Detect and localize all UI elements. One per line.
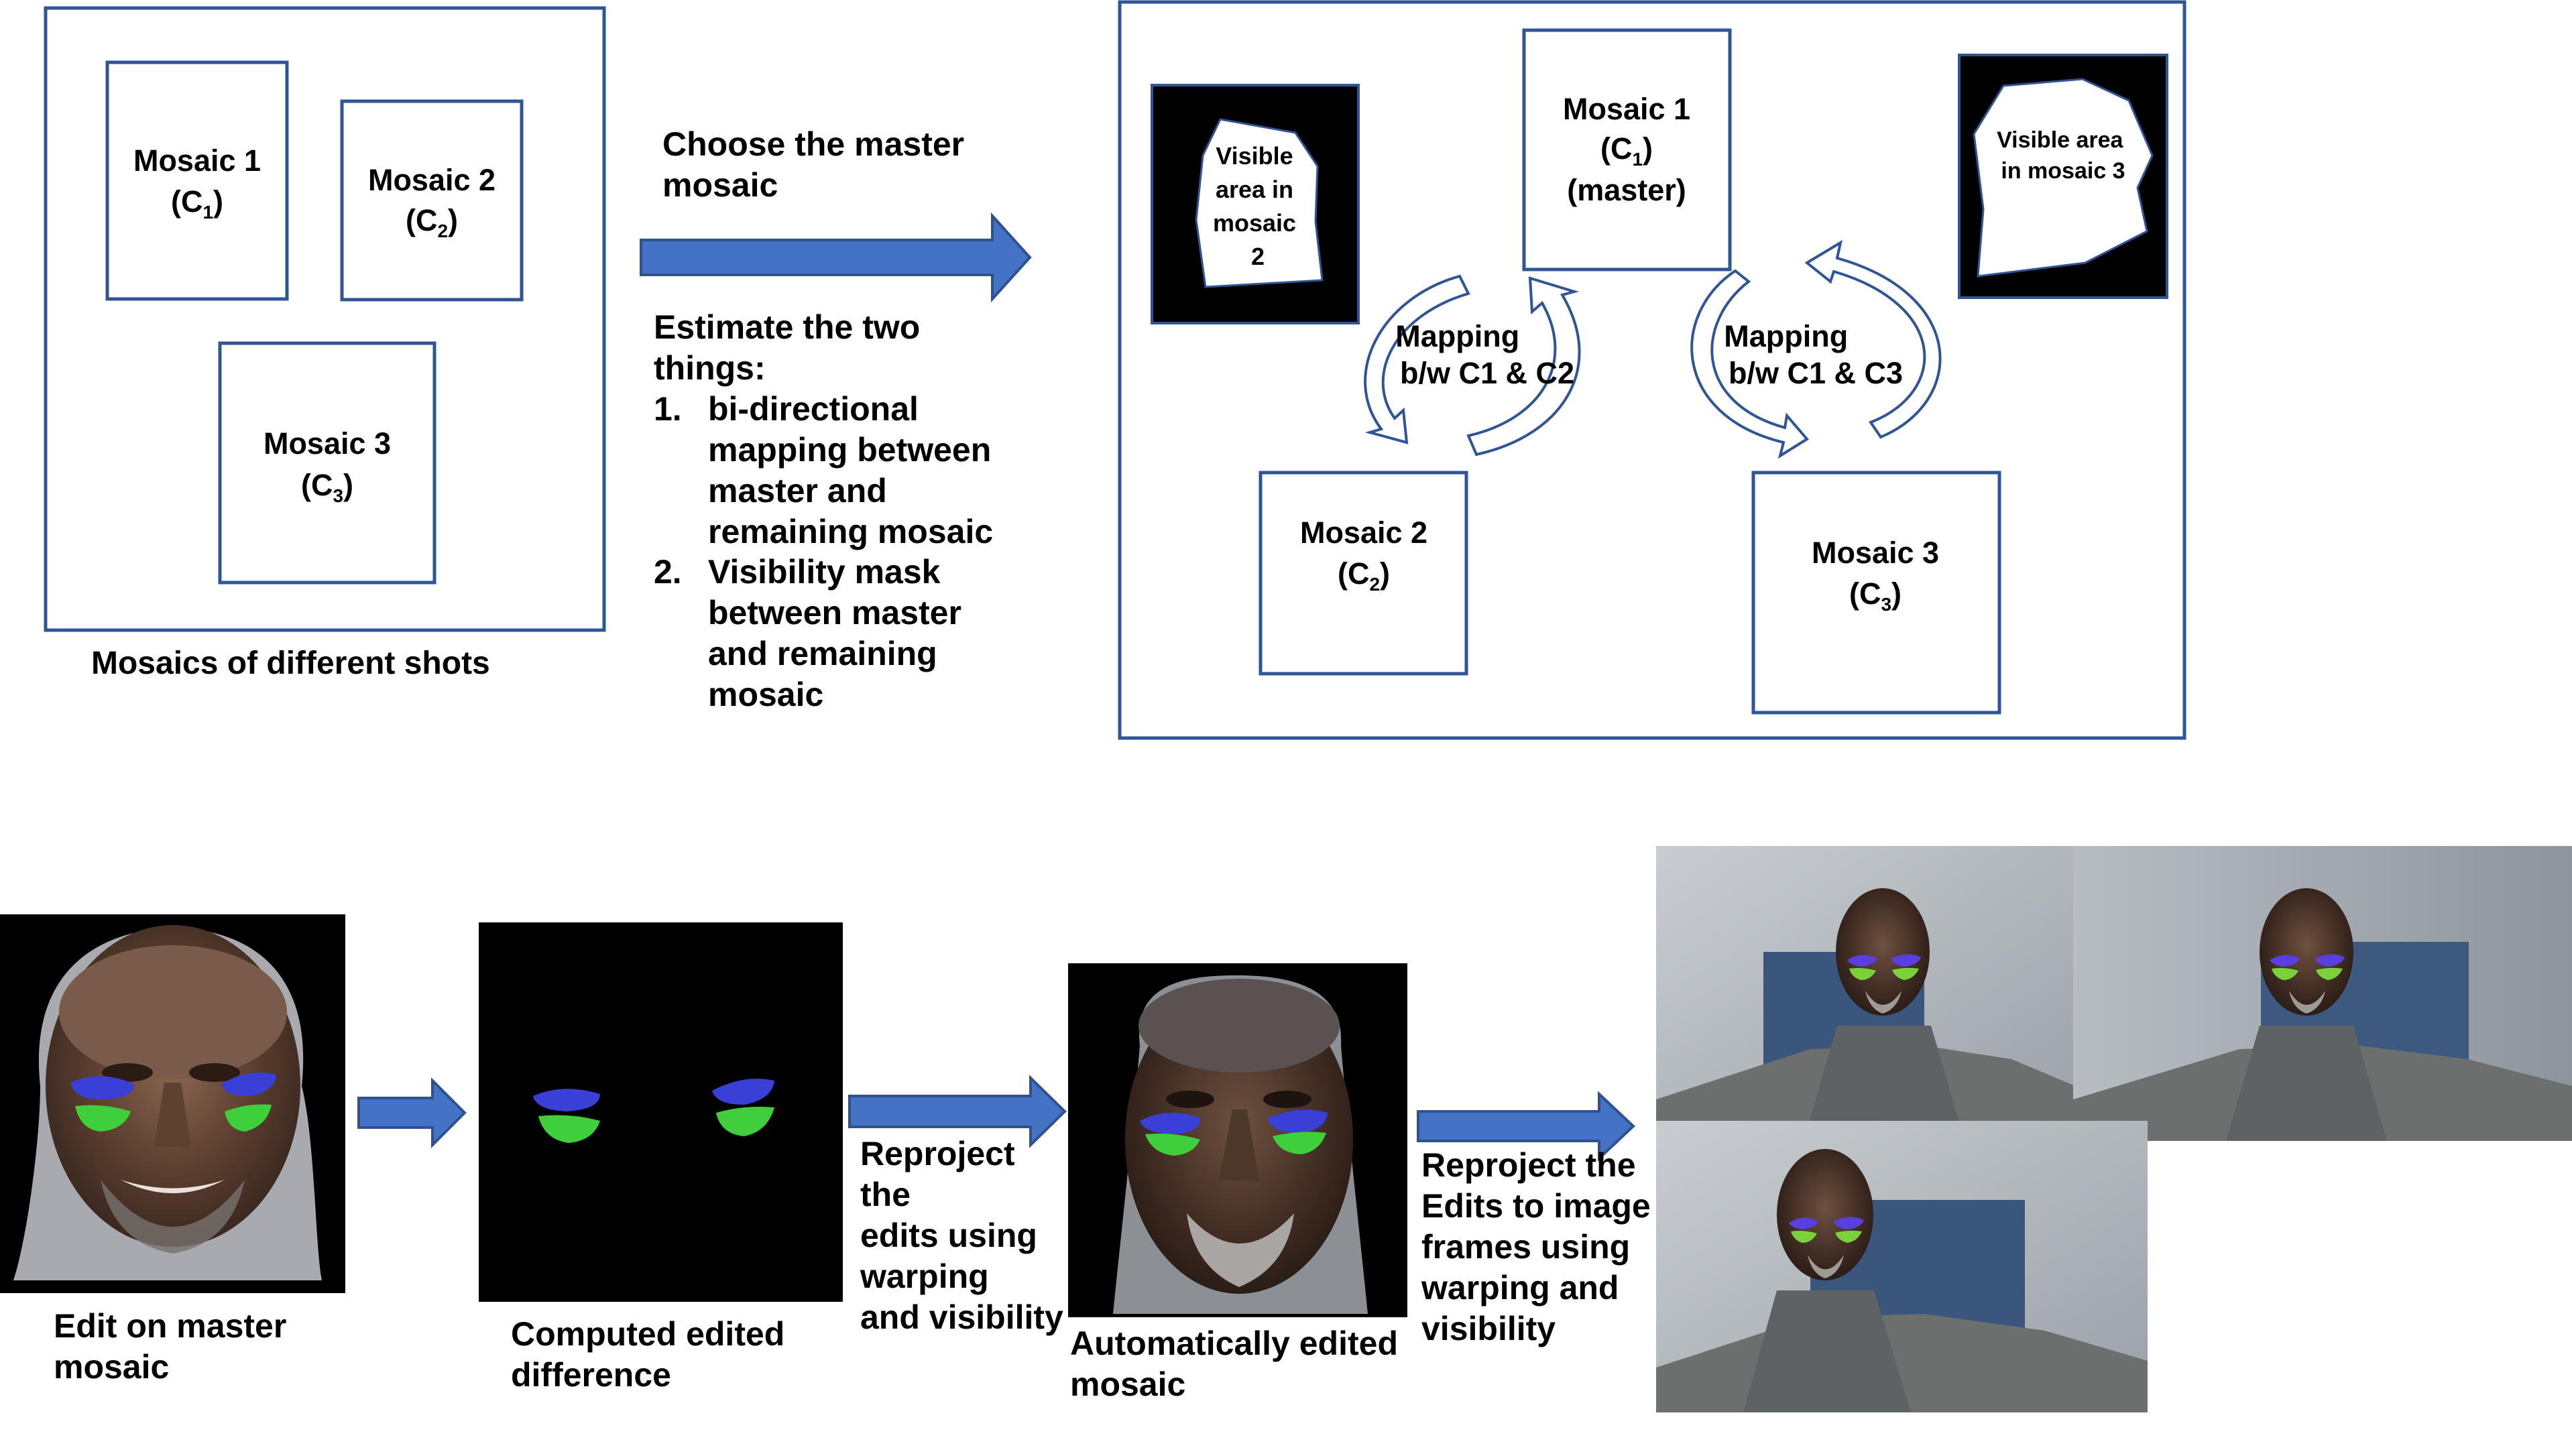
- mosaic3-label: Mosaic 3: [264, 426, 391, 461]
- mapping-mosaic2-code: (C2): [1338, 556, 1390, 595]
- arrow-to-difference: [357, 1077, 467, 1148]
- mapping-mosaic2-label: Mosaic 2: [1300, 515, 1427, 550]
- item2-number: 2.: [654, 553, 682, 591]
- mapping-mosaic3-box: [1751, 471, 2001, 715]
- master-mosaic1-label: Mosaic 1: [1563, 92, 1690, 126]
- mapping-c1-c3-arrow-right: [1804, 239, 1942, 439]
- mosaics-panel: Mosaic 1 (C1) Mosaic 2 (C2) Mosaic 3 (C3…: [44, 6, 606, 681]
- reproject-frames-text: Reproject the Edits to image frames usin…: [1421, 1146, 1660, 1347]
- master-mosaic1-master: (master): [1567, 173, 1686, 207]
- auto-edited-mosaic-image: [1068, 963, 1407, 1317]
- mosaic3-box: [218, 341, 436, 585]
- computed-difference-image: [479, 922, 843, 1302]
- mapping-c1-c2-arrow-right: [1466, 276, 1581, 457]
- edit-pipeline: Edit on master mosaic Computed edited di…: [0, 846, 2572, 1412]
- visible-area-2-shape: [1195, 118, 1324, 288]
- mosaic2-box: [340, 99, 524, 302]
- arrow-to-auto-edited: [848, 1075, 1067, 1148]
- edit-master-caption: Edit on master mosaic: [54, 1307, 296, 1386]
- estimate-text: Estimate the two things:: [654, 308, 929, 387]
- choose-master-text: Choose the master mosaic: [662, 125, 974, 204]
- mapping-mosaic2-box: [1259, 471, 1468, 676]
- mosaic1-label: Mosaic 1: [133, 143, 261, 178]
- item1-text: bi-directional mapping between master an…: [708, 390, 1000, 550]
- master-mosaic-image: [0, 914, 345, 1293]
- arrow-to-frames: [1417, 1091, 1635, 1162]
- visible-area-2-text: Visible area in mosaic 2: [1213, 142, 1303, 270]
- computed-difference-caption: Computed edited difference: [511, 1315, 794, 1394]
- choose-master-arrow: [640, 212, 1032, 303]
- reproject-edits-text: Reproject the edits using warping and vi…: [860, 1135, 1063, 1336]
- master-selection: Choose the master mosaic Estimate the tw…: [640, 125, 1032, 713]
- video-frame-3: [1656, 1121, 2148, 1412]
- mosaic1-box: [105, 60, 289, 301]
- mapping-c1-c3-text: Mapping b/w C1 & C3: [1724, 319, 1903, 390]
- visible-area-3-text: Visible area in mosaic 3: [1997, 127, 2129, 184]
- video-frame-1: [1656, 846, 2075, 1141]
- mosaic3-code: (C3): [301, 468, 353, 506]
- mosaics-frame: [44, 6, 606, 632]
- mapping-mosaic3-code: (C3): [1849, 577, 1902, 615]
- mosaic1-code: (C1): [171, 184, 223, 223]
- mosaics-caption: Mosaics of different shots: [91, 646, 490, 681]
- mapping-mosaic3-label: Mosaic 3: [1812, 536, 1939, 570]
- item2-text: Visibility mask between master and remai…: [708, 553, 971, 713]
- mapping-panel: Visible area in mosaic 2 Mosaic 1 (C1) (…: [1118, 0, 2186, 740]
- auto-edited-caption: Automatically edited mosaic: [1070, 1325, 1407, 1403]
- mosaic2-label: Mosaic 2: [368, 163, 495, 197]
- master-mosaic1-code: (C1): [1600, 131, 1653, 170]
- mapping-c1-c3-arrow-left: [1690, 269, 1810, 459]
- item1-number: 1.: [654, 390, 682, 428]
- mapping-frame: [1118, 0, 2186, 740]
- master-mosaic1-box: [1522, 28, 1732, 271]
- mapping-c1-c2-arrow-left: [1364, 274, 1470, 444]
- mosaic2-code: (C2): [406, 203, 458, 241]
- mapping-c1-c2-text: Mapping b/w C1 & C2: [1395, 319, 1574, 390]
- video-frame-2: [2073, 846, 2572, 1141]
- visible-area-3-shape: [1973, 78, 2154, 278]
